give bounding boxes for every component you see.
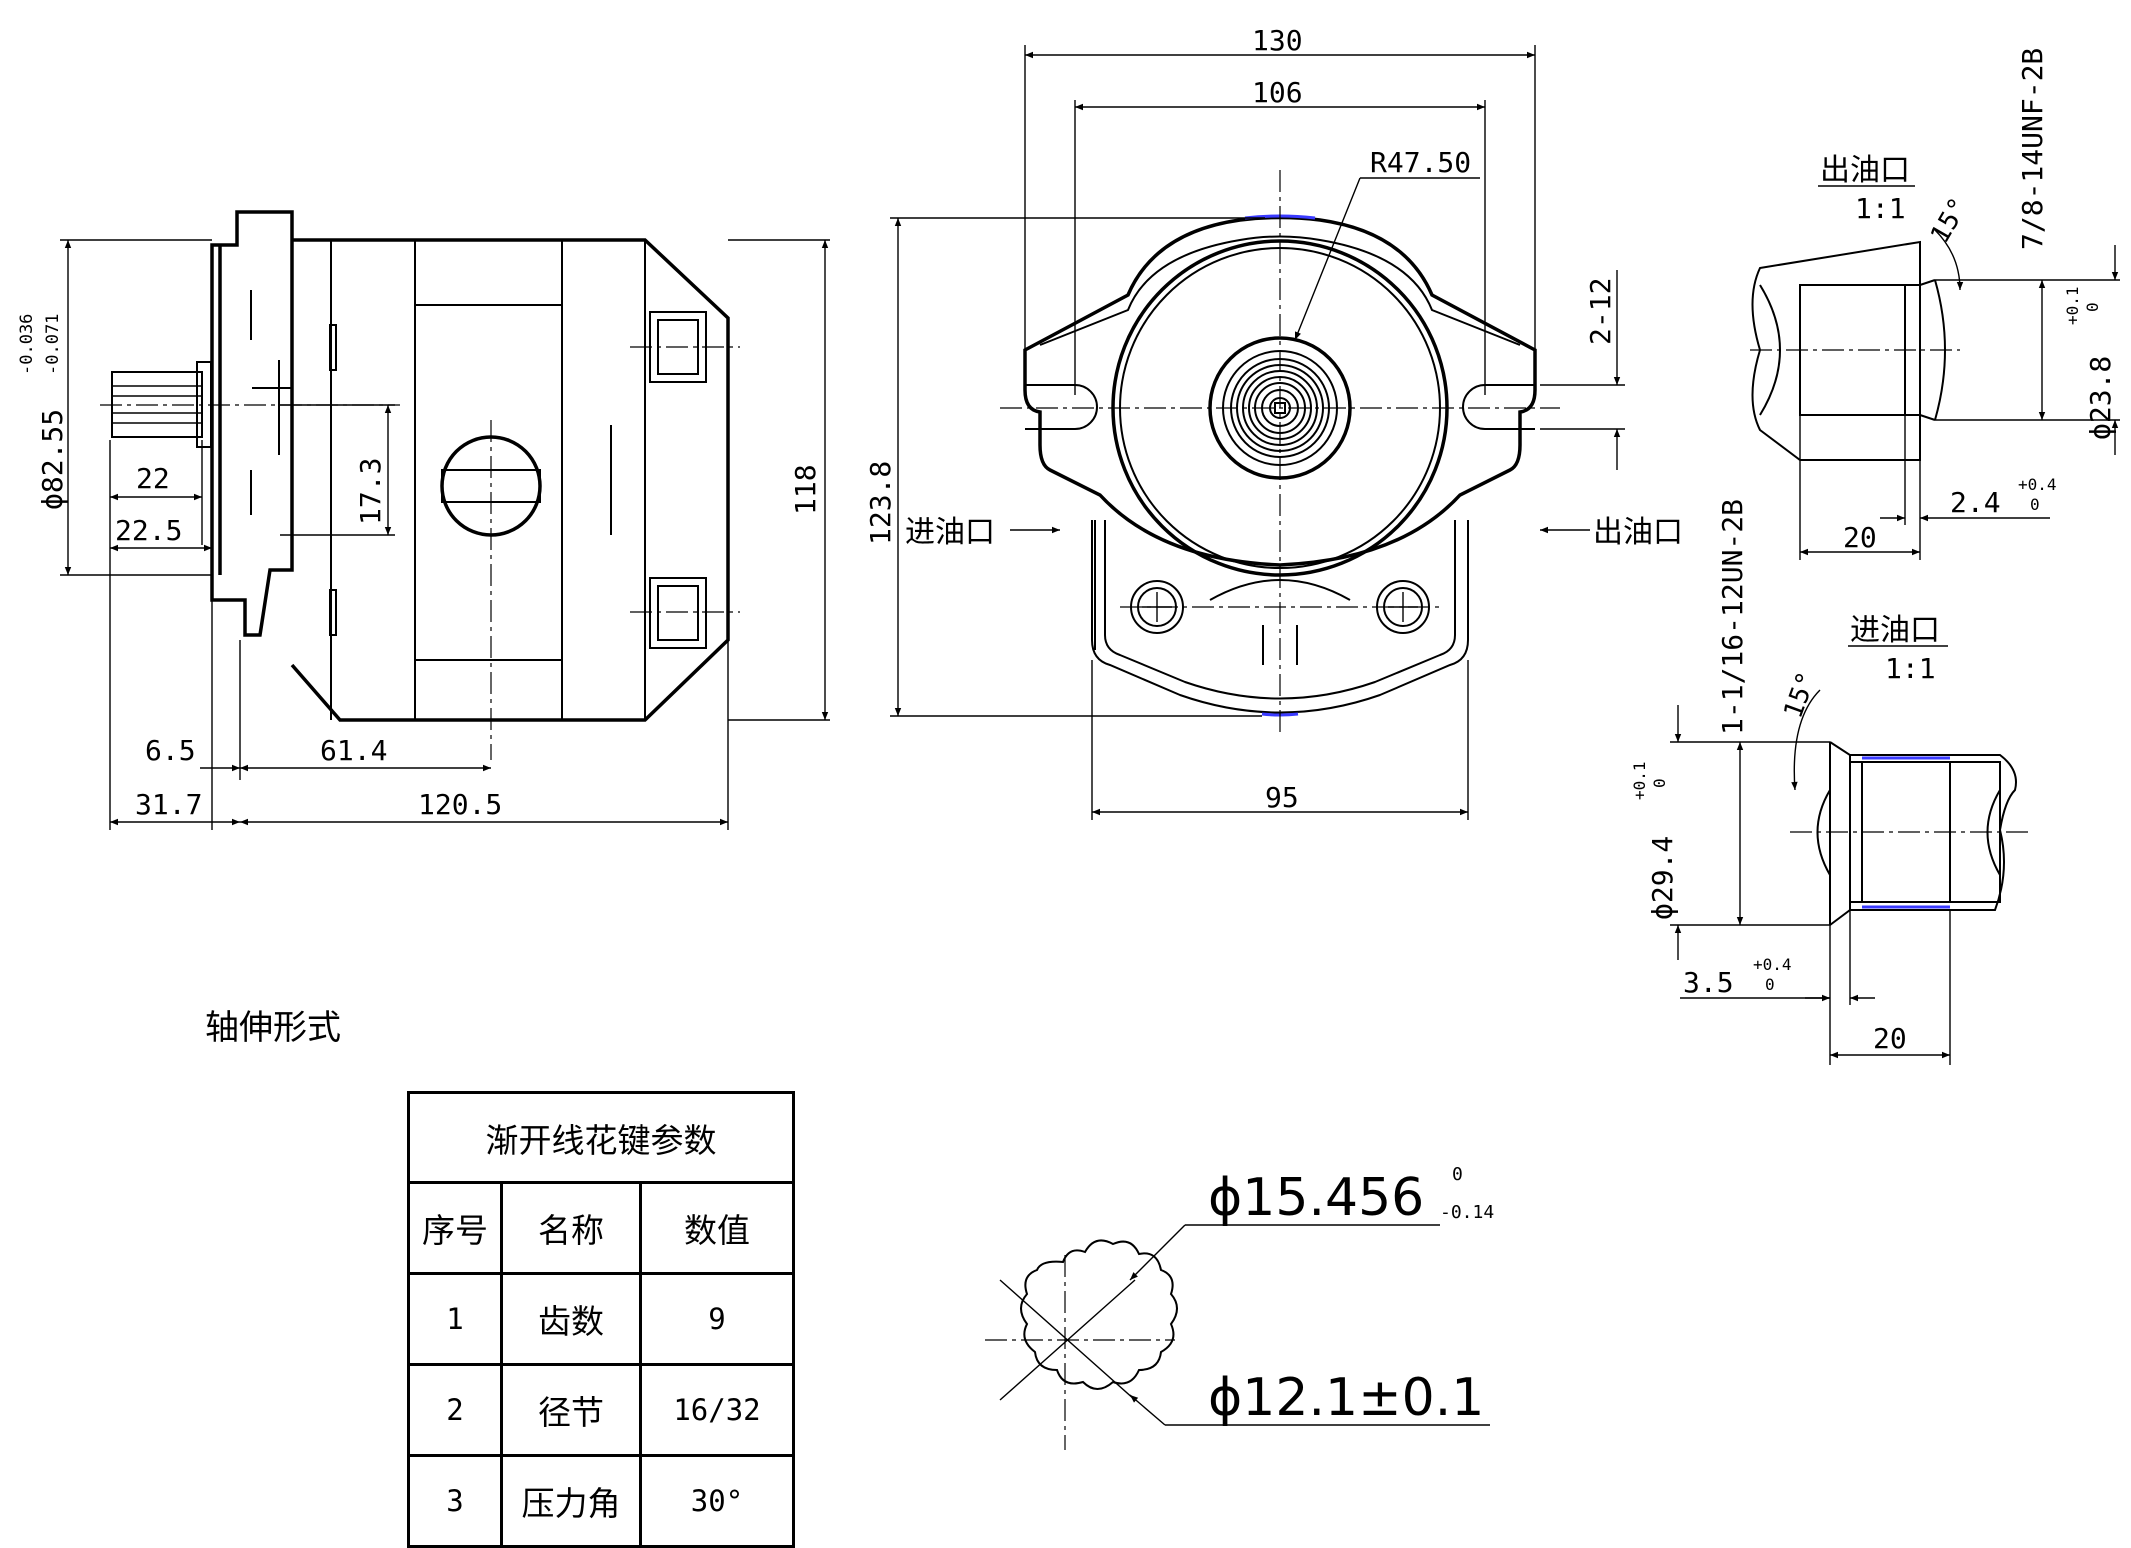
row-name: 压力角 xyxy=(500,1454,642,1548)
side-view: 130 106 R47.50 2-12 123.8 95 进油口 出油口 xyxy=(864,24,1683,820)
row-no: 2 xyxy=(407,1363,503,1457)
shaft-type-label: 轴伸形式 xyxy=(205,1008,341,1048)
inlet-thread: 1-1/16-12UN-2B xyxy=(1716,499,1749,735)
outlet-detail: 出油口 1:1 7/8-14UNF-2B 15° ϕ23.8 +0.1 0 20 xyxy=(1750,48,2120,560)
row-name: 径节 xyxy=(500,1363,642,1457)
inlet-detail: 进油口 1:1 1-1/16-12UN-2B 15° ϕ29.4 +0.1 0 xyxy=(1630,499,2030,1065)
table-title: 渐开线花键参数 xyxy=(407,1091,795,1184)
front-view: ϕ82.55 -0.036 -0.071 22 22.5 17.3 118 6.… xyxy=(17,210,830,830)
spline-parameter-table: 渐开线花键参数 序号 名称 数值 1 齿数 9 2 径节 16/32 3 压力角… xyxy=(407,1091,795,1548)
outlet-dia-tol-upper: +0.1 xyxy=(2063,286,2082,325)
row-name: 齿数 xyxy=(500,1272,642,1366)
table-row: 1 齿数 9 xyxy=(407,1272,795,1366)
row-value: 16/32 xyxy=(639,1363,795,1457)
table-row: 3 压力角 30° xyxy=(407,1454,795,1548)
dim-61-4: 61.4 xyxy=(320,734,387,767)
dim-130: 130 xyxy=(1252,24,1303,57)
outlet-depth-tol-lower: 0 xyxy=(2030,495,2040,514)
bolt-head-bottom xyxy=(649,577,707,649)
spline-outer-tol-lower: -0.14 xyxy=(1440,1202,1494,1223)
dim-31-7: 31.7 xyxy=(135,788,202,821)
outlet-detail-title: 出油口 xyxy=(1820,153,1910,188)
row-no: 3 xyxy=(407,1454,503,1548)
inlet-port-label: 进油口 xyxy=(905,515,995,550)
inlet-detail-title: 进油口 xyxy=(1850,613,1940,648)
inlet-depth: 3.5 xyxy=(1683,966,1734,999)
inlet-length: 20 xyxy=(1873,1022,1907,1055)
spline-outer-dia: ϕ15.456 xyxy=(1208,1168,1424,1228)
outlet-dia-tol-lower: 0 xyxy=(2083,302,2102,312)
inlet-dia-tol-upper: +0.1 xyxy=(1630,761,1649,800)
spline-profile xyxy=(1020,1239,1178,1390)
inlet-depth-tol-upper: +0.4 xyxy=(1753,955,1792,974)
dim-radius: R47.50 xyxy=(1370,146,1471,179)
mount-slot-left xyxy=(1025,384,1098,430)
dim-123-8: 123.8 xyxy=(864,461,897,545)
inlet-dia-tol-lower: 0 xyxy=(1650,778,1669,788)
table-row: 2 径节 16/32 xyxy=(407,1363,795,1457)
outlet-depth-tol-upper: +0.4 xyxy=(2018,475,2057,494)
flange-plate xyxy=(1023,215,1537,567)
outlet-port-label: 出油口 xyxy=(1593,515,1683,550)
mounting-flange xyxy=(210,210,294,637)
dim-flange-tol-upper: -0.036 xyxy=(17,314,37,375)
outlet-length: 20 xyxy=(1843,521,1877,554)
dim-120-5: 120.5 xyxy=(418,788,502,821)
dim-22-5: 22.5 xyxy=(115,514,182,547)
inlet-section-body xyxy=(1849,754,2017,911)
inlet-dia: ϕ29.4 xyxy=(1646,836,1679,920)
spline-section: ϕ15.456 0 -0.14 ϕ12.1±0.1 xyxy=(985,1164,1494,1450)
outlet-angle: 15° xyxy=(1925,193,1974,249)
spline-inner-dia: ϕ12.1±0.1 xyxy=(1208,1368,1484,1428)
row-no: 1 xyxy=(407,1272,503,1366)
table-header-no: 序号 xyxy=(407,1181,503,1275)
outlet-thread: 7/8-14UNF-2B xyxy=(2016,48,2049,250)
dim-2-12: 2-12 xyxy=(1584,278,1617,345)
mount-slot-right xyxy=(1462,384,1535,430)
outlet-detail-scale: 1:1 xyxy=(1855,192,1906,225)
dim-6-5: 6.5 xyxy=(145,734,196,767)
outlet-section-body xyxy=(1751,240,1921,461)
dim-17-3: 17.3 xyxy=(354,458,387,525)
row-value: 9 xyxy=(639,1272,795,1366)
outlet-dia: ϕ23.8 xyxy=(2084,356,2117,440)
table-header-name: 名称 xyxy=(500,1181,642,1275)
inlet-depth-tol-lower: 0 xyxy=(1765,975,1775,994)
inlet-detail-scale: 1:1 xyxy=(1885,652,1936,685)
dim-118: 118 xyxy=(789,464,822,515)
row-value: 30° xyxy=(639,1454,795,1548)
dim-95: 95 xyxy=(1265,781,1299,814)
dim-flange-tol-lower: -0.071 xyxy=(43,314,63,375)
dim-22: 22 xyxy=(136,462,170,495)
dim-flange-diameter: ϕ82.55 xyxy=(36,409,69,510)
spline-outer-tol-upper: 0 xyxy=(1452,1164,1463,1185)
outlet-depth: 2.4 xyxy=(1950,486,2001,519)
dim-106: 106 xyxy=(1252,76,1303,109)
table-header-value: 数值 xyxy=(639,1181,795,1275)
